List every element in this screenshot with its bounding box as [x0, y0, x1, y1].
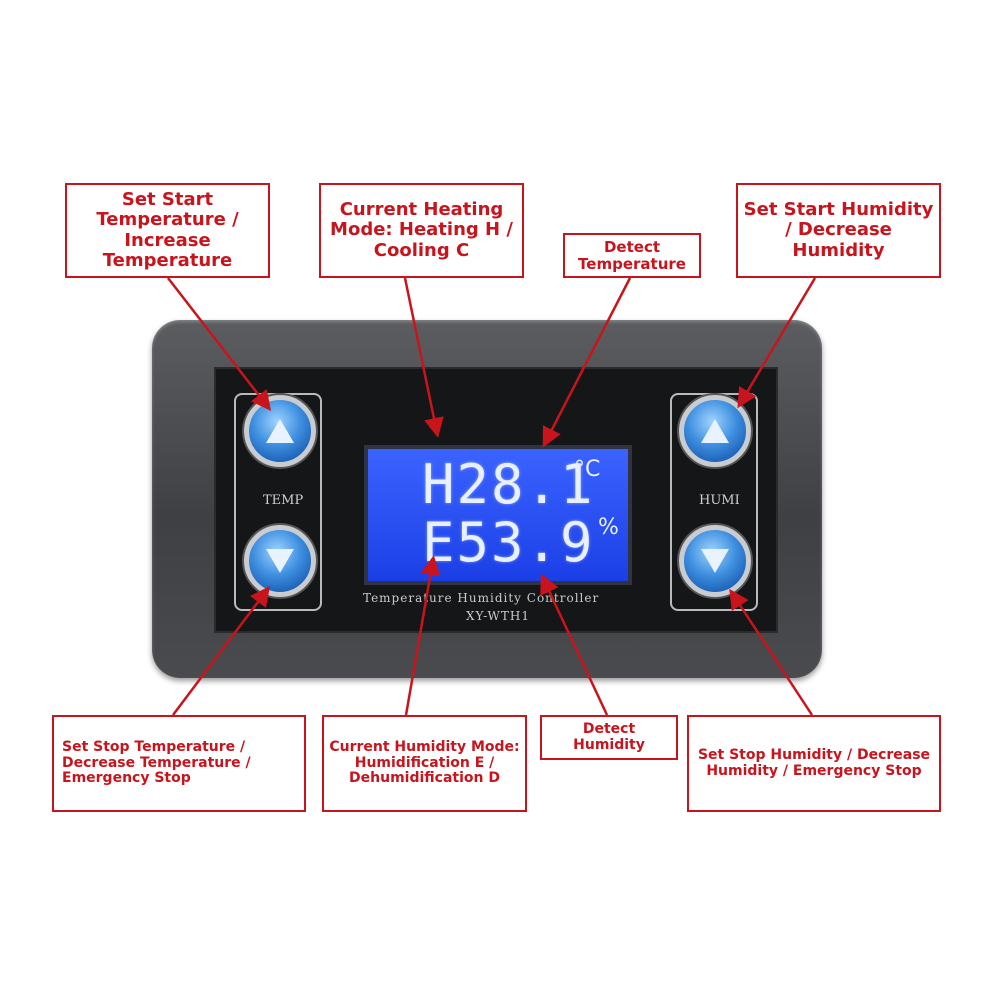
callout-set-start-temperature: Set Start Temperature / Increase Tempera… [65, 183, 270, 278]
arrow-up-icon [701, 419, 729, 443]
humi-down-button[interactable] [679, 525, 751, 597]
device-bezel: TEMP H28.1 °C E53.9 % Temperature Humidi… [214, 367, 778, 633]
lcd-unit-celsius: °C [574, 457, 601, 482]
temp-button-panel [234, 393, 322, 611]
callout-text: Detect Humidity [573, 720, 645, 753]
lcd-line-temperature: H28.1 [422, 453, 595, 516]
arrow-down-icon [701, 549, 729, 573]
lcd-display: H28.1 °C E53.9 % [364, 445, 632, 585]
arrow-heating-mode [403, 277, 444, 438]
callout-detect-temperature: Detect Temperature [563, 233, 701, 278]
callout-set-stop-temperature: Set Stop Temperature / Decrease Temperat… [52, 715, 306, 812]
arrow-detect-humidity [540, 573, 609, 716]
callout-set-start-humidity: Set Start Humidity / Decrease Humidity [736, 183, 941, 278]
callout-text: Current Humidity Mode: Humidification E … [329, 738, 520, 787]
arrow-humidity-mode [404, 555, 441, 716]
callout-text: Set Start Temperature / Increase Tempera… [96, 189, 239, 271]
arrow-down-icon [266, 549, 294, 573]
lcd-line-humidity: E53.9 [422, 511, 595, 574]
device-caption-title: Temperature Humidity Controller [363, 591, 600, 605]
temp-down-button[interactable] [244, 525, 316, 597]
humi-button-panel [670, 393, 758, 611]
arrow-set-stop-humidity [729, 588, 814, 716]
temp-up-button[interactable] [244, 395, 316, 467]
device-caption-model: XY-WTH1 [466, 609, 530, 623]
callout-current-humidity-mode: Current Humidity Mode: Humidification E … [322, 715, 527, 812]
callout-text: Set Stop Humidity / Decrease Humidity / … [697, 746, 931, 779]
controller-device: TEMP H28.1 °C E53.9 % Temperature Humidi… [152, 320, 822, 678]
arrow-up-icon [266, 419, 294, 443]
callout-text: Set Start Humidity / Decrease Humidity [743, 199, 934, 261]
arrow-detect-temperature [542, 277, 632, 448]
humi-label: HUMI [699, 493, 740, 508]
arrow-set-start-temp [167, 277, 272, 411]
humi-up-button[interactable] [679, 395, 751, 467]
callout-current-heating-mode: Current Heating Mode: Heating H / Coolin… [319, 183, 524, 278]
callout-set-stop-humidity: Set Stop Humidity / Decrease Humidity / … [687, 715, 941, 812]
callout-text: Detect Temperature [578, 237, 686, 273]
callout-text: Current Heating Mode: Heating H / Coolin… [330, 199, 513, 261]
callout-detect-humidity: Detect Humidity [540, 715, 678, 760]
arrow-set-start-humidity [737, 277, 817, 409]
lcd-unit-percent: % [598, 515, 619, 540]
callout-text: Set Stop Temperature / Decrease Temperat… [62, 738, 251, 787]
temp-label: TEMP [263, 493, 304, 508]
arrow-set-stop-temp [172, 586, 271, 716]
